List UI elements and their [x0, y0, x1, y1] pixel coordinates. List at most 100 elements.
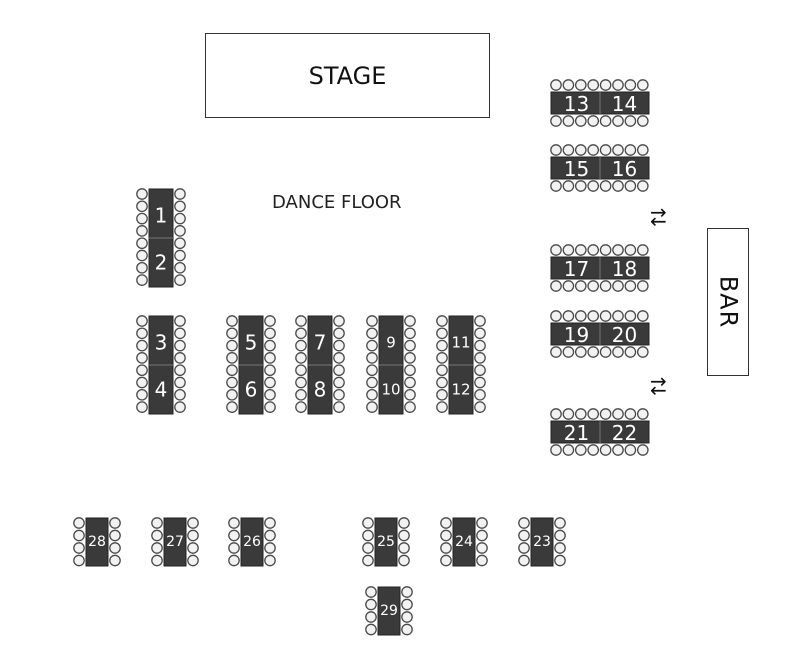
seat: [264, 315, 276, 327]
seat: [574, 144, 587, 156]
table: [452, 517, 476, 567]
seat: [109, 517, 121, 529]
seat: [362, 554, 374, 567]
table-number: 12: [451, 381, 470, 399]
seat: [398, 554, 410, 567]
seat: [366, 315, 378, 327]
seat: [404, 376, 416, 389]
seat: [474, 401, 486, 413]
seat: [136, 376, 148, 389]
seat: [436, 376, 448, 389]
stage: STAGE: [205, 33, 490, 118]
seat: [624, 444, 637, 456]
seat: [550, 346, 562, 358]
seat: [365, 623, 377, 636]
seat: [518, 529, 530, 542]
seat: [550, 444, 562, 456]
seat: [474, 327, 486, 340]
seat: [636, 408, 649, 420]
seat: [366, 376, 378, 389]
seat: [264, 529, 276, 542]
seat: [599, 444, 612, 456]
seat: [599, 115, 612, 127]
table-number: 26: [243, 534, 261, 550]
seat: [333, 315, 345, 327]
table: [530, 517, 554, 567]
seat: [333, 352, 345, 364]
seat: [295, 376, 307, 389]
seat: [136, 249, 148, 262]
table-number: 27: [166, 534, 184, 550]
table-number: 3: [155, 330, 168, 354]
seat: [518, 517, 530, 529]
seat: [109, 529, 121, 542]
seat: [73, 529, 85, 542]
seat: [440, 554, 452, 567]
seat: [574, 115, 587, 127]
seat: [599, 180, 612, 192]
seat: [174, 376, 186, 389]
table-number: 19: [564, 323, 589, 347]
seat: [612, 280, 624, 292]
seat: [436, 352, 448, 364]
seat: [401, 611, 413, 623]
seat: [398, 517, 410, 529]
seat: [398, 529, 410, 542]
seat: [624, 280, 637, 292]
seat: [624, 408, 637, 420]
seat: [587, 144, 600, 156]
seat: [636, 310, 649, 322]
seat: [550, 408, 562, 420]
seat: [550, 244, 562, 256]
seat: [226, 315, 238, 327]
seat: [401, 623, 413, 636]
seat: [295, 401, 307, 413]
exchange-arrows-lower: → ←: [650, 371, 674, 400]
seat: [574, 310, 587, 322]
seat: [264, 327, 276, 340]
seat: [436, 401, 448, 413]
table-number: 21: [564, 421, 589, 445]
seat: [264, 542, 276, 554]
seat: [333, 388, 345, 401]
seat: [624, 310, 637, 322]
table-number: 16: [612, 157, 637, 181]
seat: [174, 188, 186, 200]
table-number: 15: [564, 157, 589, 181]
seat: [226, 401, 238, 413]
table-number: 24: [455, 534, 473, 550]
seat: [174, 261, 186, 274]
seat: [574, 180, 587, 192]
seat: [562, 280, 575, 292]
seat: [440, 529, 452, 542]
arrow-left-icon: ←: [650, 209, 667, 233]
bar-label: BAR: [714, 275, 742, 329]
seat: [401, 586, 413, 598]
seat: [136, 315, 148, 327]
seat: [574, 346, 587, 358]
seat: [636, 79, 649, 91]
seat: [436, 339, 448, 352]
seat: [136, 327, 148, 340]
seat: [436, 315, 448, 327]
seat: [550, 310, 562, 322]
seat: [550, 79, 562, 91]
table-number: 1: [155, 203, 168, 227]
seat: [574, 444, 587, 456]
seat: [174, 388, 186, 401]
seat: [476, 542, 488, 554]
seat: [333, 327, 345, 340]
seat: [562, 310, 575, 322]
seat: [226, 364, 238, 377]
seat: [404, 364, 416, 377]
table: [163, 517, 187, 567]
seat: [476, 554, 488, 567]
seat: [228, 517, 240, 529]
seat: [562, 408, 575, 420]
seat: [366, 401, 378, 413]
table-number: 10: [381, 381, 400, 399]
seat: [574, 280, 587, 292]
seat: [587, 408, 600, 420]
seat: [264, 401, 276, 413]
seat: [401, 598, 413, 611]
